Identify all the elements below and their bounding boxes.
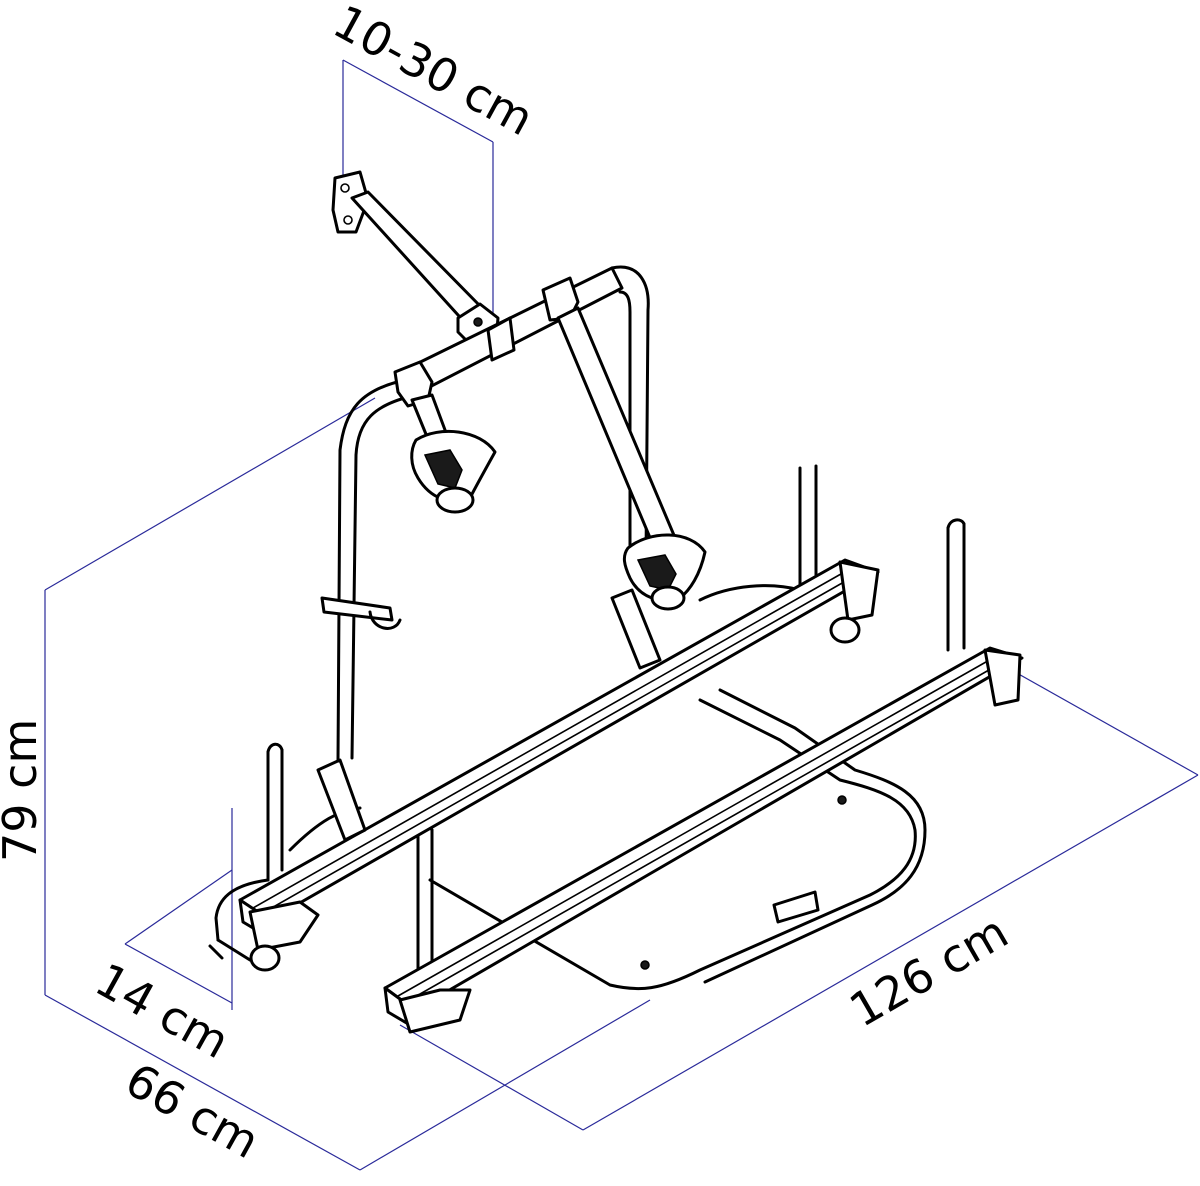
upper-frame: [336, 265, 650, 762]
wheel-holder-upper: [410, 393, 497, 514]
label-height: 79 cm: [0, 719, 47, 862]
label-rail-spacing: 14 cm: [87, 952, 238, 1069]
lower-frame: [214, 584, 927, 991]
frame-clamp: [320, 596, 402, 630]
rail-front: [383, 646, 1024, 1034]
wall-arm: [331, 170, 500, 346]
rail-clamps: [208, 588, 662, 962]
diagonal-strut: [556, 306, 678, 554]
label-length: 126 cm: [841, 904, 1017, 1037]
label-arm-reach: 10-30 cm: [325, 0, 543, 146]
carrier-drawing: [208, 170, 1024, 1034]
wheel-holder-lower: [622, 533, 707, 611]
frame-uprights: [266, 464, 966, 977]
dimension-lines: [44, 59, 1199, 1171]
label-depth: 66 cm: [117, 1052, 268, 1169]
rail-rear: [238, 558, 880, 972]
